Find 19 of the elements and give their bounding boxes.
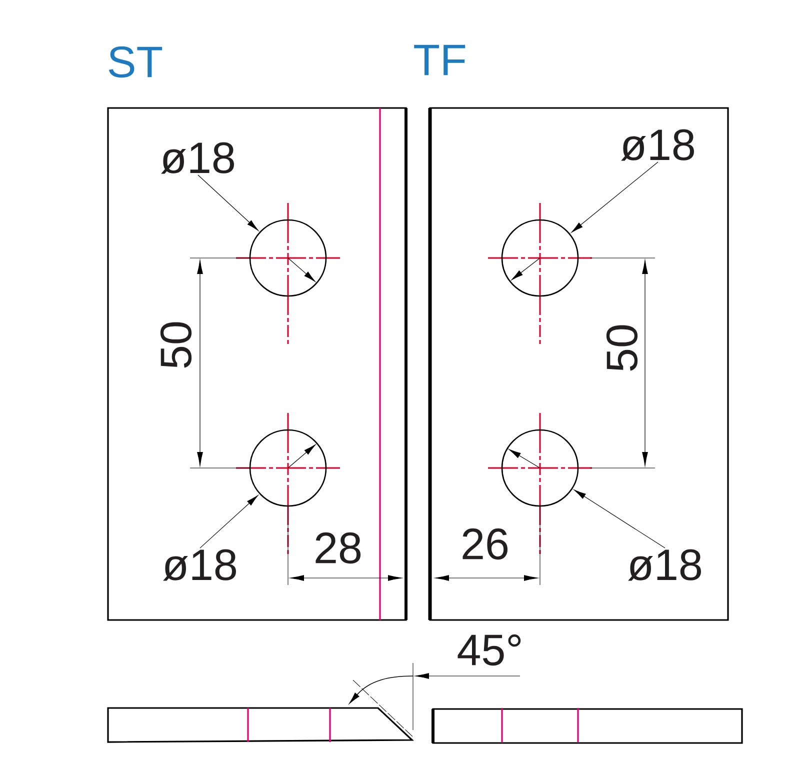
hole-circle — [501, 219, 579, 297]
hole-circle — [249, 429, 327, 507]
hole-circle — [249, 219, 327, 297]
title-label: TF — [414, 44, 466, 76]
leader-line — [574, 490, 666, 548]
dimension-label: ø18 — [163, 549, 236, 581]
leader-line — [198, 174, 258, 231]
dimension-label: 45° — [458, 634, 521, 666]
leader-line — [571, 162, 658, 233]
dimension-label: 28 — [316, 532, 361, 564]
dimension-label: 50 — [606, 325, 638, 371]
dimension-label: ø18 — [628, 549, 701, 581]
dimension-label: ø18 — [161, 142, 234, 174]
dimension-label: 50 — [160, 322, 192, 368]
title-label: ST — [108, 46, 162, 78]
leader-line — [200, 495, 258, 548]
hole-circle — [501, 429, 579, 507]
dimension-label: 26 — [462, 528, 508, 560]
dimension-label: ø18 — [621, 129, 694, 161]
